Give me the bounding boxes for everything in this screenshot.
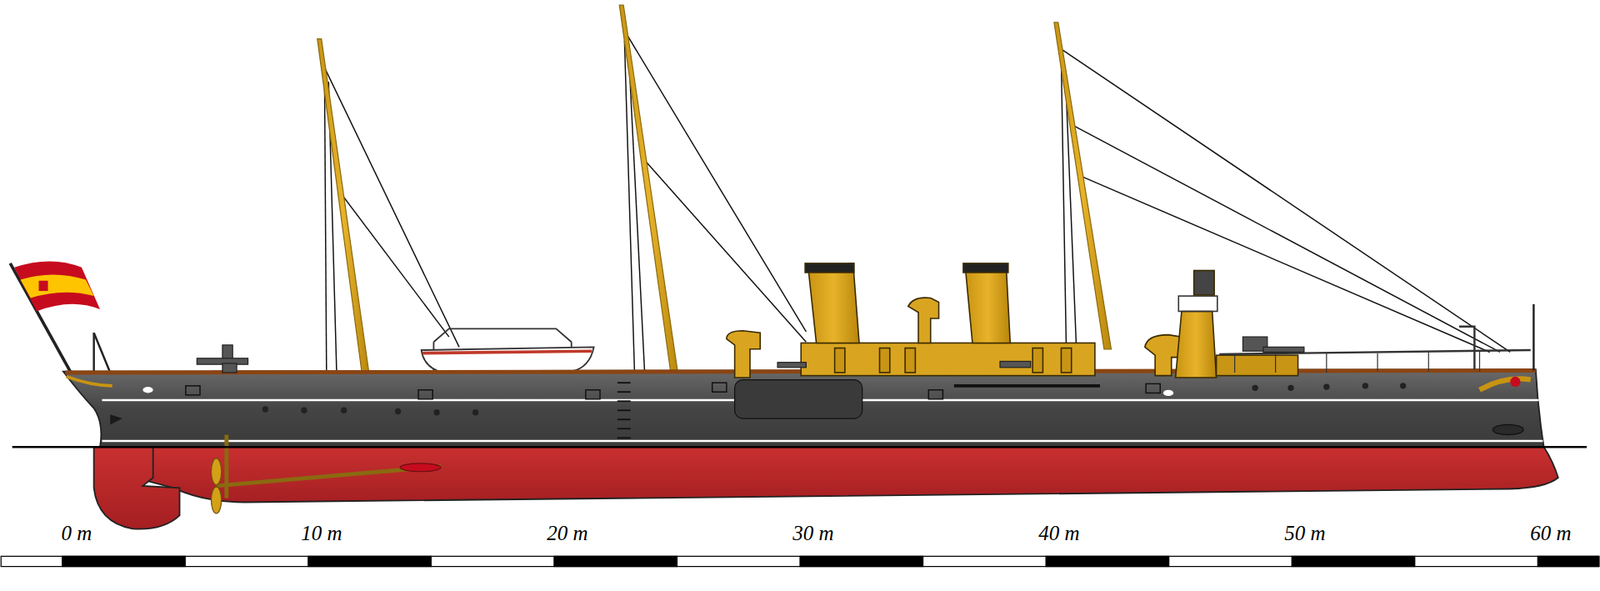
guns: [196, 336, 1305, 373]
boat: [421, 328, 595, 374]
masts: [317, 5, 1112, 378]
waterline: [12, 445, 1587, 448]
superstructure: [726, 263, 1535, 378]
ensign: [10, 260, 110, 374]
scale-label: 30 m: [792, 522, 834, 544]
scale-label: 10 m: [300, 522, 342, 544]
rigging: [322, 30, 1510, 378]
scale-label: 50 m: [1284, 522, 1325, 544]
scale-label: 0 m: [61, 522, 93, 544]
scale-label: 20 m: [546, 522, 588, 544]
scale-label: 60 m: [1530, 522, 1571, 544]
underwater-hull: [94, 435, 1559, 530]
hull: [63, 369, 1545, 447]
scale-bar: [0, 555, 1600, 566]
scale-label: 40 m: [1038, 522, 1080, 544]
